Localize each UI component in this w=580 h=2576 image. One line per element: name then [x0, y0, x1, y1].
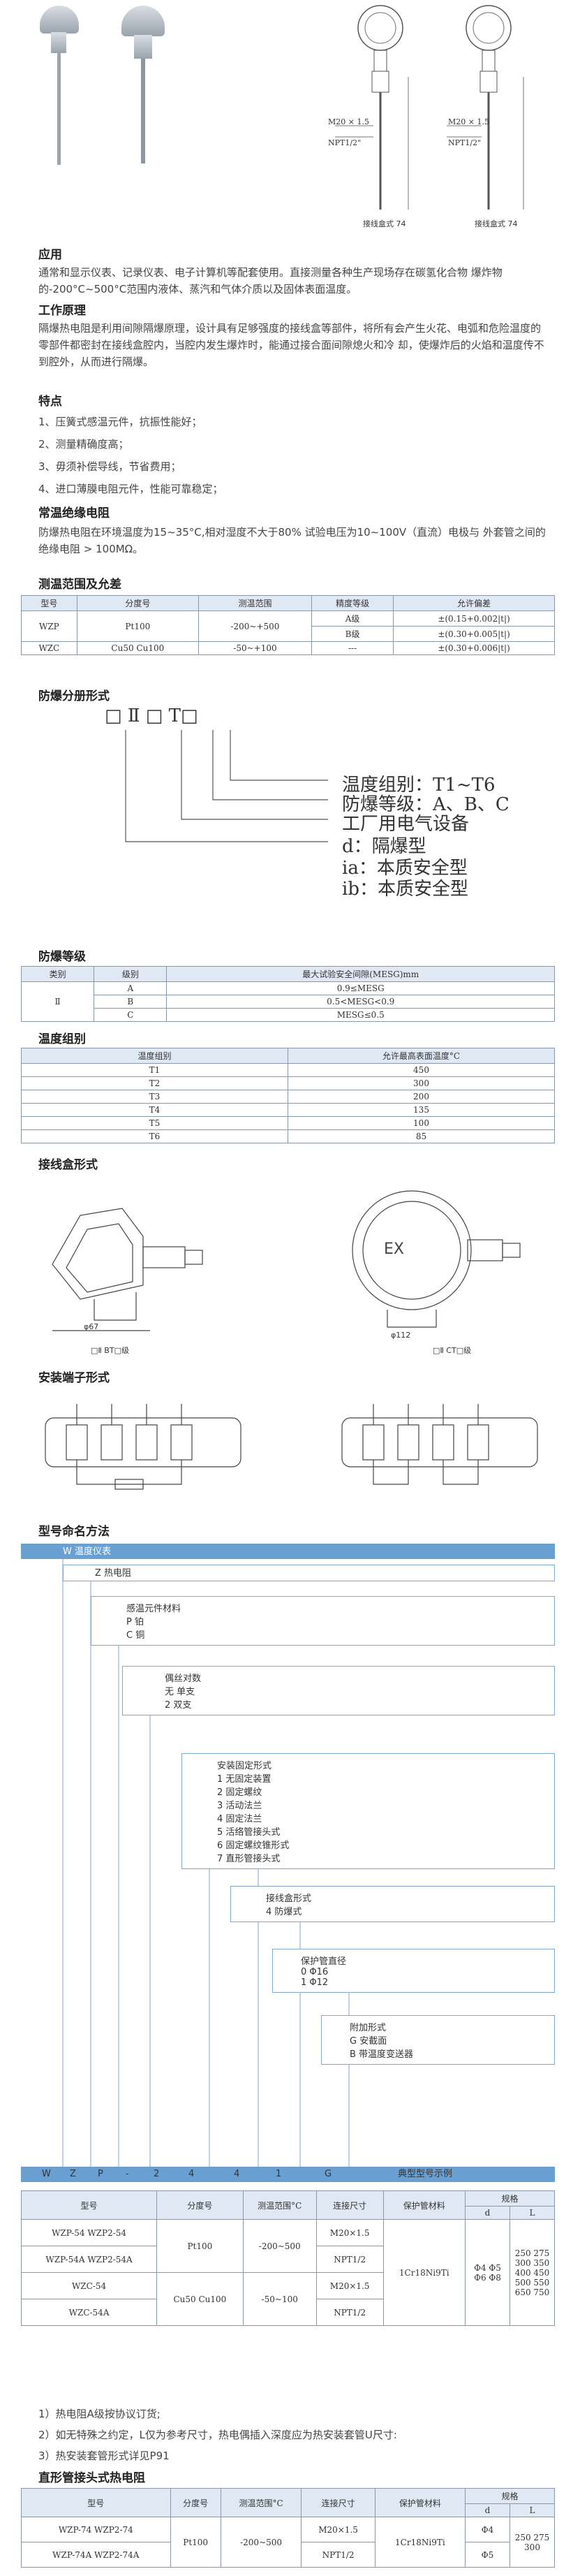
marking-line-5: ia：本质安全型	[342, 858, 468, 879]
marking-line-4: d：隔爆型	[342, 836, 426, 857]
note-2: 2）如无特殊之约定，L仅为参考尺寸，热电偶插入深度应为热安装套管U尺寸:	[38, 2429, 397, 2441]
junction-title: 接线盒形式	[38, 1158, 98, 1172]
temp-table-title: 温度组别	[38, 1032, 86, 1046]
table-row: WZP-74 WZP2-74 Pt100 -200~500 M20×1.5 1C…	[21, 2517, 555, 2568]
example-label: 典型型号示例	[398, 2169, 453, 2179]
naming-title: 型号命名方法	[38, 1525, 110, 1539]
range-table: 型号 分度号 测温范围 精度等级 允许偏差 WZP Pt100 -200~+50…	[21, 595, 555, 655]
table-row: WZP-54A WZP2-54A NPT1/2	[20, 2246, 555, 2273]
range-table-title: 测温范围及允差	[38, 578, 121, 592]
note-1: 1）热电阻A级按协议订货;	[38, 2408, 161, 2420]
table-row: WZC-54 Cu50 Cu100 -50~100 M20×1.5	[20, 2272, 555, 2326]
naming-example-bar: W Z P - 2 4 4 1 G 典型型号示例	[21, 2167, 555, 2182]
note-3: 3）热安装套管形式详见P91	[38, 2450, 170, 2462]
dimension-drawing-left	[335, 5, 409, 210]
straight-title: 直形管接头式热电阻	[38, 2471, 145, 2485]
naming-bar: W 温度仪表	[21, 1544, 555, 1559]
insulation-text: 防爆热电阻在环境温度为15~35°C,相对湿度不大于80% 试验电压为10~10…	[38, 526, 546, 555]
marking-symbol: □ Ⅱ □ T□	[105, 705, 198, 726]
label-npt-right: NPT1/2"	[448, 138, 482, 147]
product-photo-2	[119, 6, 168, 166]
terminal-drawing-right	[341, 1404, 538, 1485]
col-header: 精度等级	[311, 595, 394, 611]
figure-caption-left: 接线盒式 74	[363, 219, 406, 228]
table-row: WZP Pt100 -200~+500 A级 ±(0.15+0.002|t|)	[21, 610, 555, 642]
col-header: 型号	[21, 595, 77, 611]
junction-caption-left: □Ⅱ BT□级	[91, 1346, 129, 1355]
marking-line-3: 工厂用电气设备	[342, 814, 470, 835]
label-m20-right: M20 × 1.5	[448, 117, 489, 126]
terminal-title: 安装端子形式	[38, 1371, 110, 1385]
junction-caption-right: □Ⅱ CT□级	[433, 1346, 472, 1355]
marking-line-1: 温度组别：T1~T6	[342, 775, 496, 796]
table-row: WZC Cu50 Cu100 -50~+100 --- ±(0.30+0.006…	[21, 641, 555, 655]
grade-table-title: 防爆等级	[38, 950, 86, 964]
dimension-drawing-right	[447, 5, 524, 210]
application-text: 通常和显示仪表、记录仪表、电子计算机等配套使用。直接测量各种生产现场存在碳氢化合…	[38, 266, 503, 295]
principle-text: 隔爆热电阻是利用间隙隔爆原理，设计具有足够强度的接线盒等部件，将所有会产生火花、…	[38, 322, 544, 368]
svg-text:EX: EX	[384, 1241, 404, 1258]
application-title: 应用	[38, 248, 62, 262]
marking-leader-lines	[125, 730, 328, 842]
label-m20-left: M20 × 1.5	[328, 117, 369, 126]
marking-title: 防爆分册形式	[38, 689, 110, 703]
figure-caption-right: 接线盒式 74	[475, 219, 518, 228]
junction-box-drawing-right: EX	[352, 1190, 521, 1328]
marking-line-6: ib：本质安全型	[342, 879, 468, 900]
col-header: 测温范围	[198, 595, 313, 611]
label-npt-left: NPT1/2"	[328, 138, 362, 147]
naming-bar-label: W 温度仪表	[63, 1546, 111, 1557]
naming-connectors	[62, 1559, 350, 2167]
feature-item-4: 4、进口薄膜电阻元件，性能可靠稳定；	[38, 483, 223, 495]
product-photo-1	[38, 6, 80, 166]
insulation-title: 常温绝缘电阻	[38, 506, 110, 520]
feature-item-2: 2、测量精确度高；	[38, 438, 129, 451]
feature-item-3: 3、毋须补偿导线，节省费用；	[38, 460, 181, 473]
features-title: 特点	[38, 395, 62, 409]
table-row: WZC-54A NPT1/2	[20, 2299, 555, 2326]
feature-item-1: 1、压簧式感温元件，抗振性能好；	[38, 416, 202, 428]
junction-box-drawing-left	[52, 1208, 203, 1331]
col-header: 允许偏差	[393, 595, 555, 611]
naming-level-1: Z 热电阻	[63, 1565, 555, 1581]
table-row: WZP-54 WZP2-54 Pt100 -200~500 M20×1.5 1C…	[20, 2219, 555, 2326]
marking-line-2: 防爆等级：A、B、C	[342, 794, 510, 815]
table-row: WZP-74A WZP2-74A NPT1/2 Φ5	[21, 2542, 555, 2568]
table-row: B级 ±(0.30+0.005|t|)	[22, 626, 555, 642]
terminal-drawing-left	[45, 1404, 241, 1490]
junction-dim-right: φ112	[391, 1331, 411, 1340]
col-header: 分度号	[76, 595, 199, 611]
principle-title: 工作原理	[38, 304, 86, 318]
junction-dim-left: φ67	[84, 1322, 99, 1331]
